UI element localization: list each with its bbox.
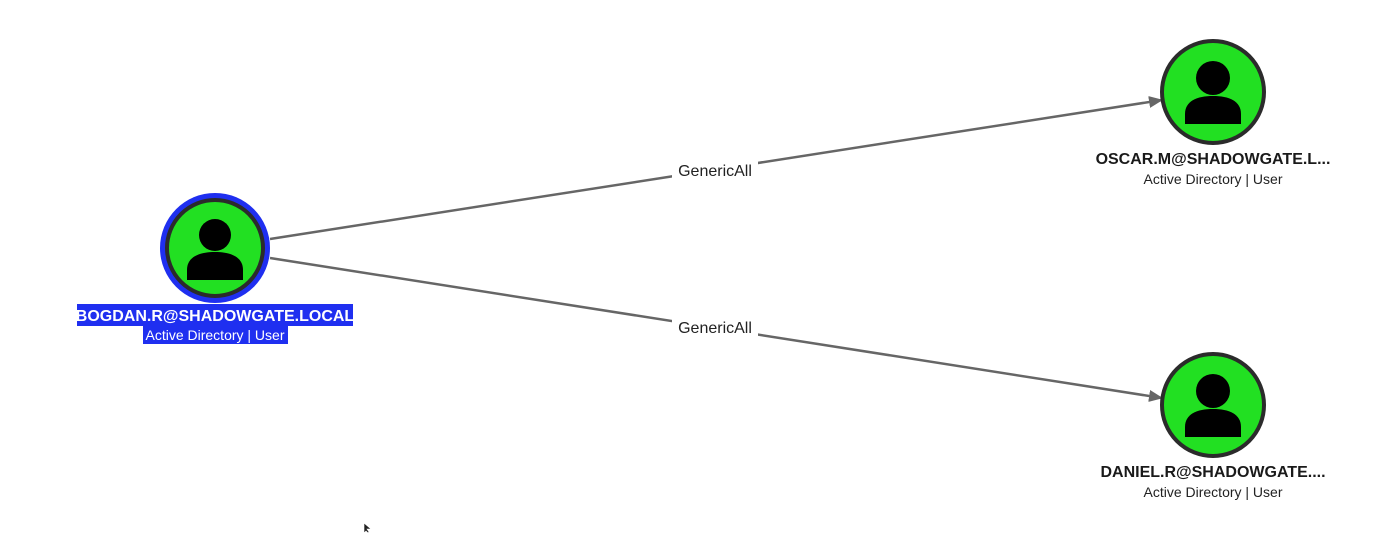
- node-oscar[interactable]: OSCAR.M@SHADOWGATE.L... Active Directory…: [1096, 39, 1331, 187]
- edge-bogdan-to-daniel[interactable]: GenericAll: [269, 256, 1163, 402]
- node-type-label: Active Directory | User: [1144, 171, 1283, 187]
- node-type-label: Active Directory | User: [1144, 484, 1283, 500]
- edge-label-genericall[interactable]: GenericAll: [678, 163, 752, 180]
- edge-label-background: [672, 158, 758, 182]
- edge-label-background: [672, 315, 758, 339]
- edge-label-genericall[interactable]: GenericAll: [678, 320, 752, 337]
- user-icon: [187, 219, 243, 280]
- mouse-cursor-icon: [363, 522, 372, 533]
- node-bogdan[interactable]: BOGDAN.R@SHADOWGATE.LOCAL Active Directo…: [76, 193, 355, 344]
- node-label-highlight: [77, 304, 353, 326]
- user-icon: [1185, 374, 1241, 437]
- node-daniel[interactable]: DANIEL.R@SHADOWGATE.... Active Directory…: [1100, 352, 1326, 500]
- node-sublabel-highlight: [143, 326, 288, 344]
- node-type-label: Active Directory | User: [146, 327, 285, 343]
- edge-bogdan-to-oscar[interactable]: GenericAll: [269, 96, 1163, 241]
- node-name[interactable]: OSCAR.M@SHADOWGATE.L...: [1096, 151, 1331, 168]
- node-name[interactable]: DANIEL.R@SHADOWGATE....: [1100, 464, 1325, 481]
- user-icon: [1185, 61, 1241, 124]
- node-name[interactable]: BOGDAN.R@SHADOWGATE.LOCAL: [76, 308, 355, 325]
